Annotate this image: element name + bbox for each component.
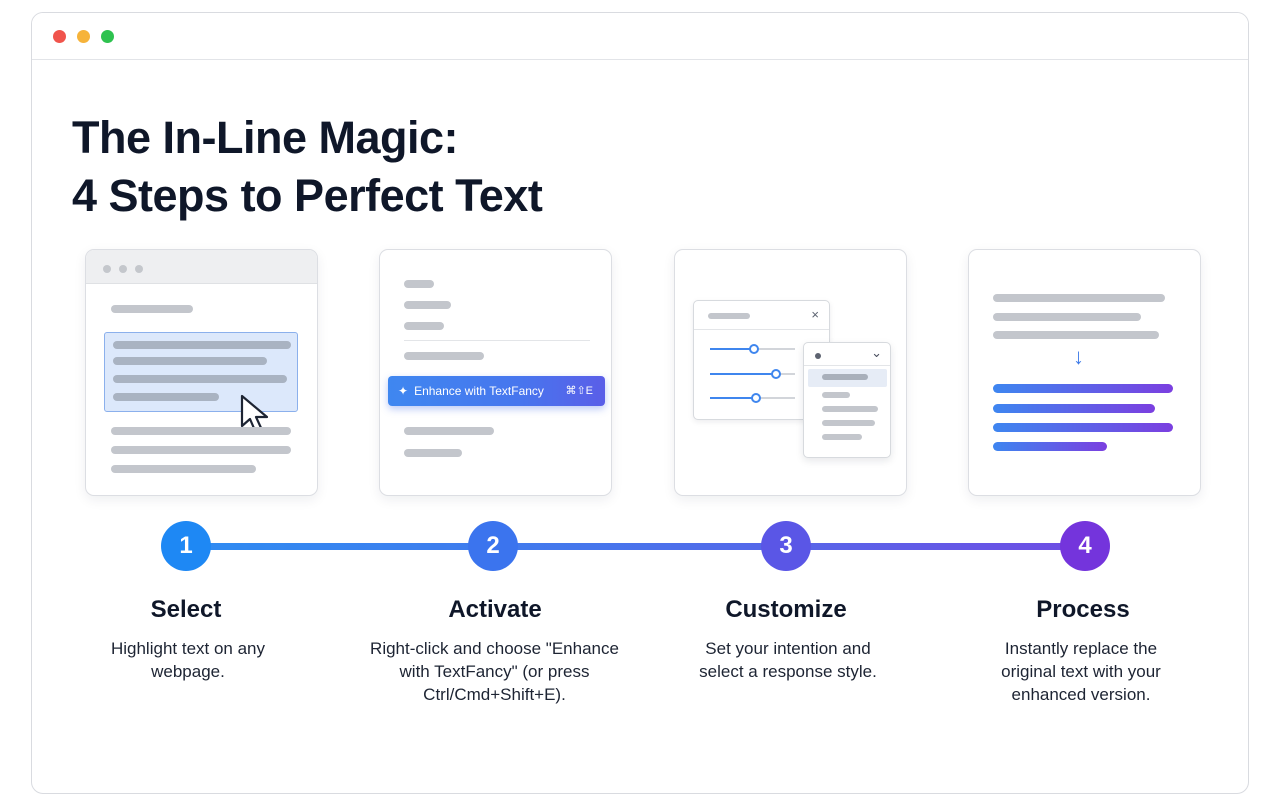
sparkle-icon: ✦	[398, 384, 409, 398]
length-slider[interactable]	[710, 393, 795, 403]
step-4-description: Instantly replace the original text with…	[1001, 639, 1161, 704]
step-3-badge: 3	[761, 521, 811, 571]
window-maximize-button[interactable]	[101, 30, 114, 43]
step-2-illustration: ✦ Enhance with TextFancy ⌘⇧E	[379, 249, 612, 496]
window-minimize-button[interactable]	[77, 30, 90, 43]
step-2-description: Right-click and choose "Enhance with Tex…	[370, 639, 619, 704]
step-4-badge: 4	[1060, 521, 1110, 571]
intention-slider[interactable]	[710, 344, 795, 354]
app-window: The In-Line Magic: 4 Steps to Perfect Te…	[31, 12, 1249, 794]
text-selection-highlight	[104, 332, 298, 412]
step-3-title: Customize	[725, 596, 847, 623]
step-4-title: Process	[1036, 596, 1130, 623]
step-1-description: Highlight text on any webpage.	[110, 639, 266, 681]
chevron-down-icon: ⌄	[871, 345, 882, 360]
step-3-description: Set your intention and select a response…	[699, 639, 877, 681]
window-close-button[interactable]	[53, 30, 66, 43]
progress-track	[186, 543, 1086, 550]
enhanced-text-line	[993, 384, 1173, 393]
down-arrow-icon: ↓	[1073, 344, 1084, 369]
step-1-illustration	[85, 249, 318, 496]
text-line	[111, 305, 193, 313]
step-3-illustration: × ⌄	[674, 249, 907, 496]
mini-browser-bar	[86, 250, 317, 284]
slider-knob[interactable]	[751, 393, 761, 403]
title-line-2: 4 Steps to Perfect Text	[72, 170, 543, 221]
tone-slider[interactable]	[710, 369, 795, 379]
window-titlebar	[32, 13, 1248, 60]
step-2-badge: 2	[468, 521, 518, 571]
step-2-title: Activate	[448, 596, 542, 623]
close-icon[interactable]: ×	[811, 307, 819, 322]
step-1-title: Select	[150, 596, 222, 623]
step-1-badge: 1	[161, 521, 211, 571]
enhance-context-menu-item[interactable]: ✦ Enhance with TextFancy ⌘⇧E	[388, 376, 605, 406]
response-style-dropdown[interactable]: ⌄	[803, 342, 891, 458]
slider-knob[interactable]	[771, 369, 781, 379]
page-title: The In-Line Magic: 4 Steps to Perfect Te…	[72, 109, 772, 225]
title-line-1: The In-Line Magic:	[72, 112, 459, 163]
keyboard-shortcut: ⌘⇧E	[565, 385, 593, 397]
slider-knob[interactable]	[749, 344, 759, 354]
menu-item-label: Enhance with TextFancy	[414, 384, 544, 398]
step-4-illustration: ↓	[968, 249, 1201, 496]
